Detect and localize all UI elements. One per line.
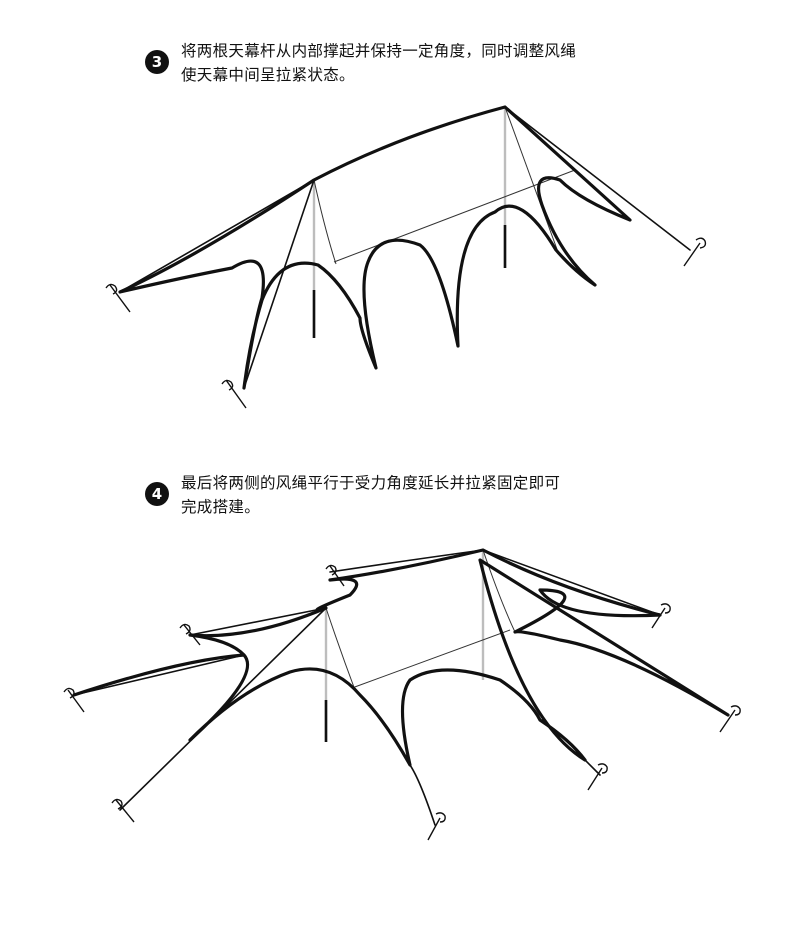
guy-line-left-mid <box>189 607 327 636</box>
guy-line-right <box>504 106 691 251</box>
inner-line-right <box>504 106 559 253</box>
inner-ridge-line <box>351 629 511 689</box>
step-4-instruction: 最后将两侧的风绳平行于受力角度延长并拉紧固定即可 完成搭建。 <box>181 471 560 519</box>
guy-line-front-right <box>584 759 601 776</box>
guy-line-right-far <box>482 549 661 616</box>
step-4-badge: 4 <box>145 482 169 506</box>
guy-line-left-top <box>329 549 484 573</box>
guy-line-left-front <box>243 179 315 389</box>
guy-line-left-top <box>119 179 315 293</box>
inner-line-left <box>325 607 356 691</box>
step-3-instruction: 将两根天幕杆从内部撑起并保持一定角度，同时调整风绳 使天幕中间呈拉紧状态。 <box>181 39 576 87</box>
inner-line-left <box>313 179 337 265</box>
guy-line-front-left <box>119 607 327 811</box>
step-3-line-2: 使天幕中间呈拉紧状态。 <box>181 66 355 84</box>
tent-stake-icon <box>105 237 707 409</box>
inner-ridge-line <box>333 169 576 263</box>
step-3-badge: 3 <box>145 50 169 74</box>
step-4-line-2: 完成搭建。 <box>181 498 261 516</box>
step-3-line-1: 将两根天幕杆从内部撑起并保持一定角度，同时调整风绳 <box>181 42 577 60</box>
tent-stake-icon <box>63 564 741 841</box>
step-4-line-1: 最后将两侧的风绳平行于受力角度延长并拉紧固定即可 <box>181 474 561 492</box>
canopy-outline <box>72 548 730 767</box>
guy-line-far-left <box>73 654 245 696</box>
inner-line-right <box>482 549 516 633</box>
guy-line-front-mid <box>409 764 436 826</box>
